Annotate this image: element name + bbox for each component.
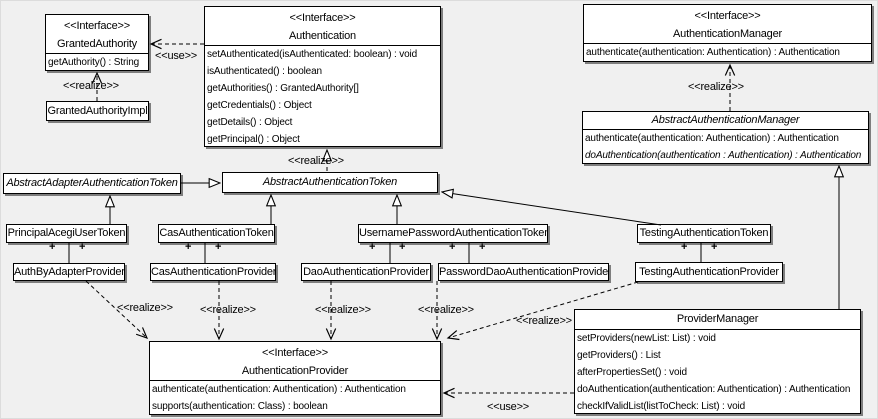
class-box-cas-authentication-token: CasAuthenticationToken [158, 224, 275, 243]
class-name: TestingAuthenticationToken [639, 227, 769, 239]
class-name: GrantedAuthorityImpl [47, 105, 148, 117]
class-box-username-password-authentication-token: UsernamePasswordAuthenticationToken [358, 224, 548, 243]
method: getDetails() : Object [207, 117, 293, 128]
class-box-password-dao-authentication-provider: PasswordDaoAuthenticationProvider [438, 263, 609, 281]
association-plus-label: + [369, 241, 376, 253]
association-plus-label: + [711, 241, 718, 253]
class-name: CasAuthenticationProvider [151, 266, 275, 278]
class-name: AbstractAuthenticationToken [262, 176, 398, 188]
class-name: ProviderManager [676, 313, 759, 325]
association-plus-label: + [681, 241, 688, 253]
class-name: AbstractAdapterAuthenticationToken [6, 177, 178, 189]
class-box-cas-authentication-provider: CasAuthenticationProvider [150, 263, 276, 281]
method-list: authenticate(authentication: Authenticat… [584, 44, 871, 61]
method: doAuthentication(authentication : Authen… [585, 150, 862, 161]
method: getAuthority() : String [48, 57, 140, 68]
method: getProviders() : List [577, 350, 661, 361]
class-box-abstract-authentication-manager: AbstractAuthenticationManager authentica… [582, 111, 869, 164]
class-name: TestingAuthenticationProvider [639, 266, 779, 278]
class-name: AbstractAuthenticationManager [651, 114, 800, 126]
method: checkIfValidList(listToCheck: List) : vo… [577, 401, 746, 412]
method: supports(authentication: Class) : boolea… [152, 401, 328, 412]
realize-label: <<realize>> [688, 81, 744, 93]
class-name: GrantedAuthority [57, 38, 137, 50]
method: isAuthenticated() : boolean [207, 66, 322, 77]
class-name: PrincipalAcegiUserToken [7, 227, 126, 239]
class-name: AuthenticationManager [673, 28, 782, 40]
method: authenticate(authentication: Authenticat… [152, 384, 406, 395]
class-name: AuthenticationProvider [241, 365, 349, 377]
method: authenticate(authentication: Authenticat… [585, 133, 839, 144]
class-name: Authentication [289, 30, 356, 42]
use-label: <<use>> [487, 401, 530, 413]
class-header: ProviderManager [575, 310, 860, 330]
class-stereotype: <<Interface>> [64, 20, 130, 32]
method: authenticate(authentication: Authenticat… [586, 47, 840, 58]
realize-label: <<realize>> [63, 80, 119, 92]
association-plus-label: + [79, 241, 86, 253]
method: getAuthorities() : GrantedAuthority[] [207, 83, 359, 94]
class-name: CasAuthenticationToken [159, 227, 274, 239]
class-name: AuthByAdapterProvider [14, 266, 124, 278]
method: getCredentials() : Object [207, 100, 312, 111]
class-header: <<Interface>> AuthenticationManager [584, 5, 871, 44]
method: doAuthentication(authentication: Authent… [577, 384, 851, 395]
class-box-granted-authority-impl: GrantedAuthorityImpl [46, 101, 149, 121]
class-stereotype: <<Interface>> [262, 347, 328, 359]
class-box-testing-authentication-token: TestingAuthenticationToken [637, 224, 771, 243]
class-name: UsernamePasswordAuthenticationToken [359, 227, 547, 239]
method-list: authenticate(authentication: Authenticat… [583, 130, 868, 163]
class-box-abstract-authentication-token: AbstractAuthenticationToken [222, 172, 438, 193]
class-name: DaoAuthenticationProvider [303, 266, 429, 278]
class-box-abstract-adapter-authentication-token: AbstractAdapterAuthenticationToken [3, 173, 181, 194]
association-plus-label: + [449, 241, 456, 253]
class-name: PasswordDaoAuthenticationProvider [439, 266, 608, 278]
method-list: authenticate(authentication: Authenticat… [150, 381, 440, 414]
class-box-authentication-manager: <<Interface>> AuthenticationManager auth… [583, 4, 872, 62]
realize-label: <<realize>> [516, 315, 572, 327]
class-stereotype: <<Interface>> [694, 10, 761, 22]
class-header: <<Interface>> GrantedAuthority [46, 15, 148, 54]
class-box-authentication: <<Interface>> Authentication setAuthenti… [204, 6, 441, 147]
realize-label: <<realize>> [418, 304, 474, 316]
class-box-auth-by-adapter-provider: AuthByAdapterProvider [13, 263, 125, 281]
class-box-dao-authentication-provider: DaoAuthenticationProvider [301, 263, 431, 281]
method: getPrincipal() : Object [207, 134, 300, 145]
class-header: <<Interface>> AuthenticationProvider [150, 342, 440, 381]
association-plus-label: + [185, 241, 192, 253]
association-edges [68, 243, 702, 263]
class-box-authentication-provider: <<Interface>> AuthenticationProvider aut… [149, 341, 441, 415]
association-plus-label: + [49, 241, 56, 253]
class-stereotype: <<Interface>> [289, 12, 356, 24]
method: setProviders(newList: List) : void [577, 333, 716, 344]
realize-label: <<realize>> [200, 304, 256, 316]
class-header: <<Interface>> Authentication [205, 7, 440, 46]
realize-label: <<realize>> [117, 302, 173, 314]
class-box-provider-manager: ProviderManager setProviders(newList: Li… [574, 309, 861, 414]
class-box-testing-authentication-provider: TestingAuthenticationProvider [635, 262, 783, 282]
method-list: setAuthenticated(isAuthenticated: boolea… [205, 46, 440, 146]
method-list: getAuthority() : String [46, 54, 148, 70]
association-plus-label: + [215, 241, 222, 253]
method: afterPropertiesSet() : void [577, 367, 687, 378]
class-header: AbstractAuthenticationManager [583, 112, 868, 130]
method-list: setProviders(newList: List) : void getPr… [575, 330, 860, 413]
use-label: <<use>> [155, 50, 198, 62]
class-box-principal-acegi-user-token: PrincipalAcegiUserToken [6, 224, 127, 243]
method: setAuthenticated(isAuthenticated: boolea… [207, 49, 418, 60]
realize-label: <<realize>> [315, 304, 371, 316]
association-plus-label: + [399, 241, 406, 253]
class-box-granted-authority: <<Interface>> GrantedAuthority getAuthor… [45, 14, 149, 71]
realize-label: <<realize>> [288, 155, 344, 167]
association-plus-label: + [479, 241, 486, 253]
